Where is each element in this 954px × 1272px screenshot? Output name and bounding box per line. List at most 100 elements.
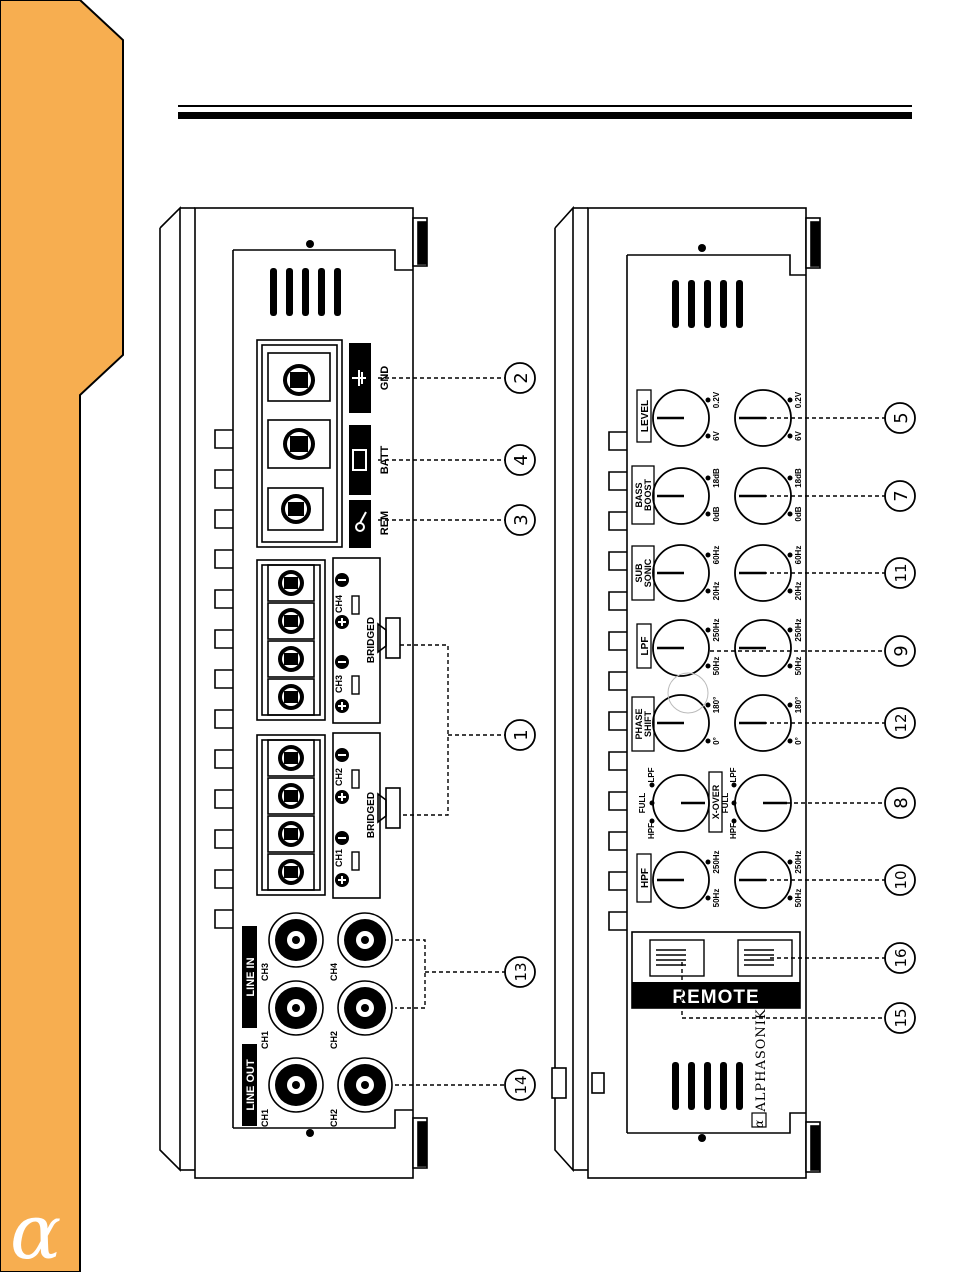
rca-in-ch3-label: CH3 [260,963,270,981]
rca-jacks [268,912,393,1113]
ch3-speaker-label: CH3 [334,675,344,693]
ch1-speaker-label: CH1 [334,849,344,867]
leader-lines [378,377,885,1086]
callout-14: 14 [512,1075,530,1094]
bridged-label-ch34: BRIDGED [366,617,377,663]
range-labels: 0.2V 6V 0.2V 6V 18dB 0dB 18dB 0dB 60Hz 2… [638,391,803,907]
phase-min-a: 0° [712,737,721,745]
xover-full-a: FULL [638,793,647,814]
level-max-a: 0.2V [712,391,721,408]
small-speaker-icons [351,595,360,871]
speaker-terminal-block-ch12 [256,734,326,896]
callout-15: 15 [892,1008,910,1027]
hpf-label: HPF [640,868,651,888]
line-out-bar [242,1044,257,1126]
speaker-screws [278,570,304,885]
callout-2: 2 [511,372,532,383]
ch2-speaker-label: CH2 [334,768,344,786]
phase-max-b: 180° [794,697,803,714]
rca-out-ch1-label: CH1 [260,1109,270,1127]
subsonic-min-b: 20Hz [794,582,803,601]
power-screws [281,364,315,524]
rj-port-16 [737,939,793,977]
lpf-min-b: 50Hz [794,657,803,676]
xover-lpf-a: LPF [647,767,656,782]
knob-range-dots [649,397,793,901]
callout-numbers: 2 4 3 1 13 14 5 7 11 9 12 8 10 16 15 [511,372,912,1094]
level-min-b: 6V [794,430,803,440]
brand-alpha-box [751,1112,767,1128]
rca-jack-out-ch2 [337,1057,393,1113]
ground-icon [352,370,366,386]
polarity-symbols [335,573,349,887]
hpf-min-a: 50Hz [712,889,721,908]
callout-13: 13 [512,962,530,981]
line-in-label: LINE IN [245,957,257,996]
callout-7: 7 [891,490,912,501]
hpf-max-b: 250Hz [794,850,803,873]
remote-label: REMOTE [672,987,759,1008]
bass-max-b: 18dB [794,468,803,488]
subsonic-label-2: SONIC [643,558,653,587]
rca-in-ch2-label: CH2 [329,1031,339,1049]
rca-jack-in-ch4 [337,912,393,968]
subsonic-max-b: 60Hz [794,546,803,565]
subsonic-min-a: 20Hz [712,582,721,601]
subsonic-max-a: 60Hz [712,546,721,565]
knob-indicators [657,416,787,882]
callout-11: 11 [892,563,910,582]
left-amplifier-panel [159,206,428,1179]
xover-lpf-b: LPF [729,767,738,782]
xover-label: X-OVER [711,784,721,819]
rca-in-ch4-label: CH4 [329,963,339,981]
header-rule-thick [178,112,912,119]
bass-min-a: 0dB [712,506,721,521]
remote-label-bar [632,982,800,1008]
callout-9: 9 [891,645,912,656]
bass-min-b: 0dB [794,506,803,521]
phase-max-a: 180° [712,697,721,714]
right-amplifier-panel [551,205,821,1179]
rca-jack-in-ch2 [337,980,393,1036]
level-min-a: 6V [712,430,721,440]
rca-jack-in-ch1 [268,980,324,1036]
rem-label: REM [379,511,391,535]
polarity-plate-ch12 [332,732,401,899]
callout-1: 1 [511,729,532,740]
rca-jack-out-ch1 [268,1057,324,1113]
brand-alpha-mini: α [752,1120,766,1128]
lpf-label: LPF [640,637,651,656]
bass-label-2: BOOST [643,479,653,512]
rca-jack-in-ch3 [268,912,324,968]
batt-symbol-plate [349,425,371,495]
lpf-min-a: 50Hz [712,657,721,676]
xover-hpf-b: HPF [729,823,738,839]
callout-3: 3 [511,514,532,525]
vent-slots-right-top [672,280,743,328]
lpf-max-b: 250Hz [794,618,803,641]
phase-min-b: 0° [794,737,803,745]
hpf-max-a: 250Hz [712,850,721,873]
line-in-bar [242,926,257,1028]
vent-slots-right-bottom [672,1062,743,1110]
callout-8: 8 [891,797,912,808]
lpf-max-a: 250Hz [712,618,721,641]
remote-switch-icon [355,511,367,532]
rj-port-15 [649,939,705,977]
callout-16: 16 [892,948,910,967]
ch4-speaker-label: CH4 [334,595,344,613]
subsonic-label-1: SUB [634,563,644,583]
polarity-plate-ch34 [332,557,401,724]
bridged-label-ch12: BRIDGED [366,792,377,838]
callout-4: 4 [511,454,532,465]
level-label: LEVEL [640,400,651,432]
battery-icon [352,449,367,471]
callout-circles [504,362,916,1101]
speaker-terminal-block-ch34 [256,559,326,721]
sidebar-tab [0,0,124,1272]
hpf-min-b: 50Hz [794,889,803,908]
level-max-b: 0.2V [794,391,803,408]
rca-in-ch1-label: CH1 [260,1031,270,1049]
bass-label-1: BASS [634,482,644,507]
